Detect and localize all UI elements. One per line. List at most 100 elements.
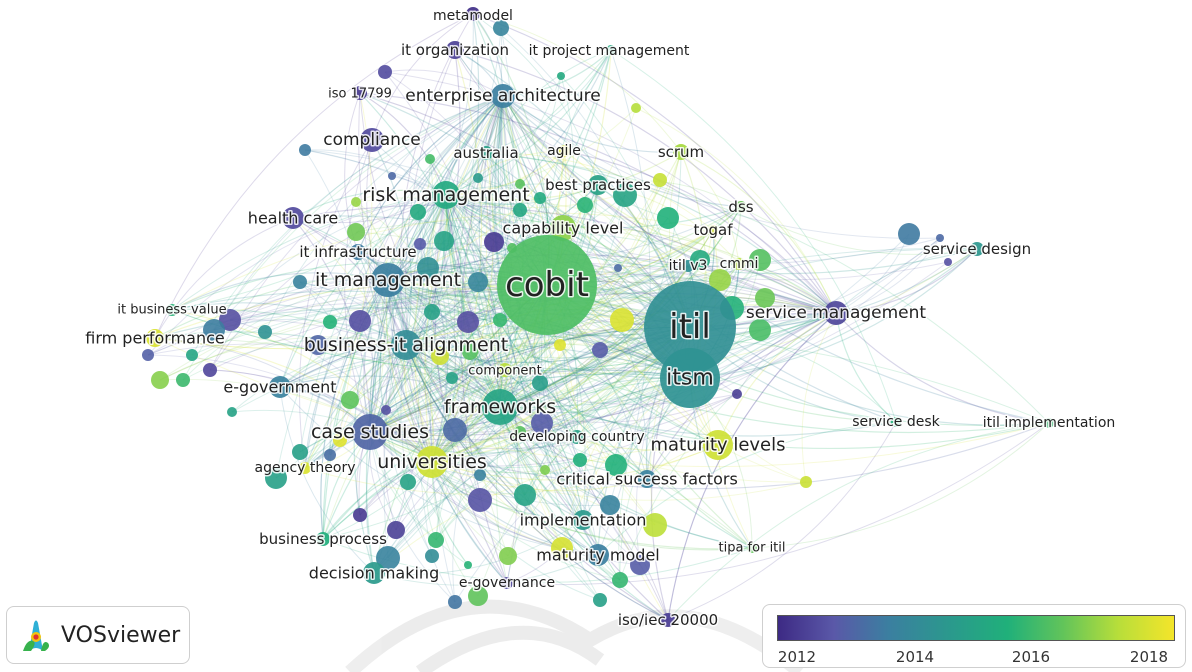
keyword-label[interactable]: dss	[727, 197, 755, 218]
keyword-node[interactable]: firm performance	[84, 327, 227, 349]
keyword-node[interactable]: togaf	[692, 220, 735, 241]
keyword-label[interactable]: it infrastructure	[298, 242, 418, 263]
keyword-label[interactable]: iso/iec 20000	[616, 610, 719, 631]
keyword-label[interactable]: it business value	[116, 301, 228, 319]
keyword-node-circle[interactable]	[501, 577, 513, 589]
keyword-node[interactable]: itsm	[660, 348, 720, 408]
keyword-node[interactable]: capability level	[501, 215, 625, 241]
keyword-label[interactable]: togaf	[692, 220, 735, 241]
keyword-node-circle[interactable]	[644, 281, 736, 373]
keyword-node-circle[interactable]	[166, 304, 178, 316]
keyword-node[interactable]: e-government	[222, 376, 338, 398]
keyword-node-circle[interactable]	[316, 532, 330, 546]
keyword-label[interactable]: iso 17799	[327, 85, 394, 103]
keyword-label[interactable]: cmmi	[718, 255, 760, 274]
keyword-node[interactable]: e-governance	[457, 574, 556, 593]
keyword-node-circle[interactable]	[146, 329, 164, 347]
keyword-label[interactable]: health care	[246, 207, 339, 229]
keyword-node-circle[interactable]	[391, 330, 421, 360]
keyword-node-circle[interactable]	[491, 84, 515, 108]
keyword-node-circle[interactable]	[497, 235, 597, 335]
keyword-label[interactable]: service desk	[851, 413, 942, 432]
keyword-node-circle[interactable]	[891, 417, 901, 427]
keyword-node-circle[interactable]	[606, 45, 616, 55]
keyword-node[interactable]: maturity model	[535, 544, 661, 566]
keyword-node-circle[interactable]	[735, 201, 747, 213]
keyword-node-circle[interactable]	[371, 263, 405, 297]
keyword-label[interactable]: implementation	[518, 509, 648, 531]
keyword-node-circle[interactable]	[660, 348, 720, 408]
keyword-node-circle[interactable]	[824, 301, 848, 325]
keyword-node-circle[interactable]	[360, 128, 384, 152]
keyword-node-circle[interactable]	[498, 363, 512, 377]
keyword-label[interactable]: it organization	[399, 40, 510, 61]
keyword-node[interactable]: iso 17799	[327, 85, 394, 103]
keyword-label[interactable]: universities	[376, 450, 489, 475]
keyword-node-circle[interactable]	[733, 258, 745, 270]
keyword-node-circle[interactable]	[416, 446, 448, 478]
keyword-node[interactable]: business-it alignment	[302, 330, 510, 360]
keyword-node-circle[interactable]	[299, 462, 311, 474]
keyword-node[interactable]: agency theory	[253, 459, 357, 478]
keyword-node-circle[interactable]	[363, 562, 385, 584]
keyword-node-circle[interactable]	[661, 613, 675, 627]
keyword-label[interactable]: service management	[744, 302, 928, 325]
keyword-node-circle[interactable]	[479, 146, 493, 160]
keyword-node[interactable]: developing country	[508, 428, 646, 447]
keyword-node[interactable]: health care	[246, 207, 340, 229]
keyword-node-circle[interactable]	[550, 215, 576, 241]
keyword-label[interactable]: itil implementation	[981, 414, 1117, 433]
keyword-label[interactable]: it management	[313, 268, 462, 293]
keyword-node[interactable]: cobit	[497, 235, 597, 335]
keyword-node[interactable]: tipa for itil	[717, 539, 787, 557]
keyword-node[interactable]: it business value	[116, 301, 228, 319]
keyword-label[interactable]: e-government	[222, 376, 338, 398]
keyword-label[interactable]: business process	[258, 529, 389, 550]
keyword-node[interactable]: it project management	[527, 42, 691, 61]
keyword-node[interactable]: critical success factors	[555, 468, 740, 490]
keyword-label[interactable]: itsm	[665, 364, 716, 392]
keyword-node-circle[interactable]	[353, 86, 367, 100]
keyword-node[interactable]: itil v3	[667, 257, 709, 276]
keyword-node-circle[interactable]	[638, 470, 656, 488]
keyword-label[interactable]: best practices	[544, 175, 653, 196]
keyword-node[interactable]: decision making	[307, 562, 441, 584]
keyword-label[interactable]: maturity model	[535, 544, 661, 566]
keyword-label[interactable]: cobit	[504, 264, 591, 307]
keyword-node-circle[interactable]	[708, 225, 718, 235]
keyword-node[interactable]: case studies	[309, 414, 431, 450]
keyword-node[interactable]: implementation	[518, 509, 648, 531]
keyword-label[interactable]: itil	[668, 306, 713, 349]
keyword-label[interactable]: agile	[546, 142, 583, 161]
keyword-label[interactable]: enterprise architecture	[404, 85, 602, 108]
keyword-node[interactable]: service design	[921, 239, 1032, 260]
keyword-label[interactable]: agency theory	[253, 459, 357, 478]
keyword-label[interactable]: case studies	[309, 420, 430, 445]
keyword-node[interactable]: australia	[452, 143, 520, 164]
keyword-label[interactable]: tipa for itil	[717, 539, 787, 557]
keyword-node-circle[interactable]	[570, 430, 584, 444]
keyword-label[interactable]: risk management	[361, 183, 531, 208]
keyword-node[interactable]: service desk	[851, 413, 942, 432]
keyword-node-circle[interactable]	[747, 543, 757, 553]
keyword-node-circle[interactable]	[352, 414, 388, 450]
keyword-node-circle[interactable]	[558, 145, 570, 157]
keyword-node-circle[interactable]	[466, 7, 480, 21]
keyword-node-circle[interactable]	[703, 430, 733, 460]
keyword-node[interactable]: it organization	[399, 40, 510, 61]
keyword-label[interactable]: capability level	[501, 217, 625, 239]
keyword-node[interactable]: enterprise architecture	[404, 84, 602, 108]
keyword-node-circle[interactable]	[588, 175, 608, 195]
keyword-node[interactable]: compliance	[322, 128, 422, 152]
keyword-label[interactable]: frameworks	[442, 395, 557, 420]
keyword-label[interactable]: business-it alignment	[302, 333, 509, 358]
keyword-node[interactable]: metamodel	[432, 7, 515, 26]
keyword-label[interactable]: itil v3	[667, 257, 709, 276]
keyword-node-circle[interactable]	[446, 41, 464, 59]
keyword-node[interactable]: itil implementation	[981, 414, 1117, 433]
keyword-node-circle[interactable]	[970, 242, 984, 256]
keyword-node[interactable]: best practices	[544, 175, 653, 196]
keyword-label[interactable]: it project management	[527, 42, 691, 61]
keyword-node[interactable]: agile	[546, 142, 583, 161]
